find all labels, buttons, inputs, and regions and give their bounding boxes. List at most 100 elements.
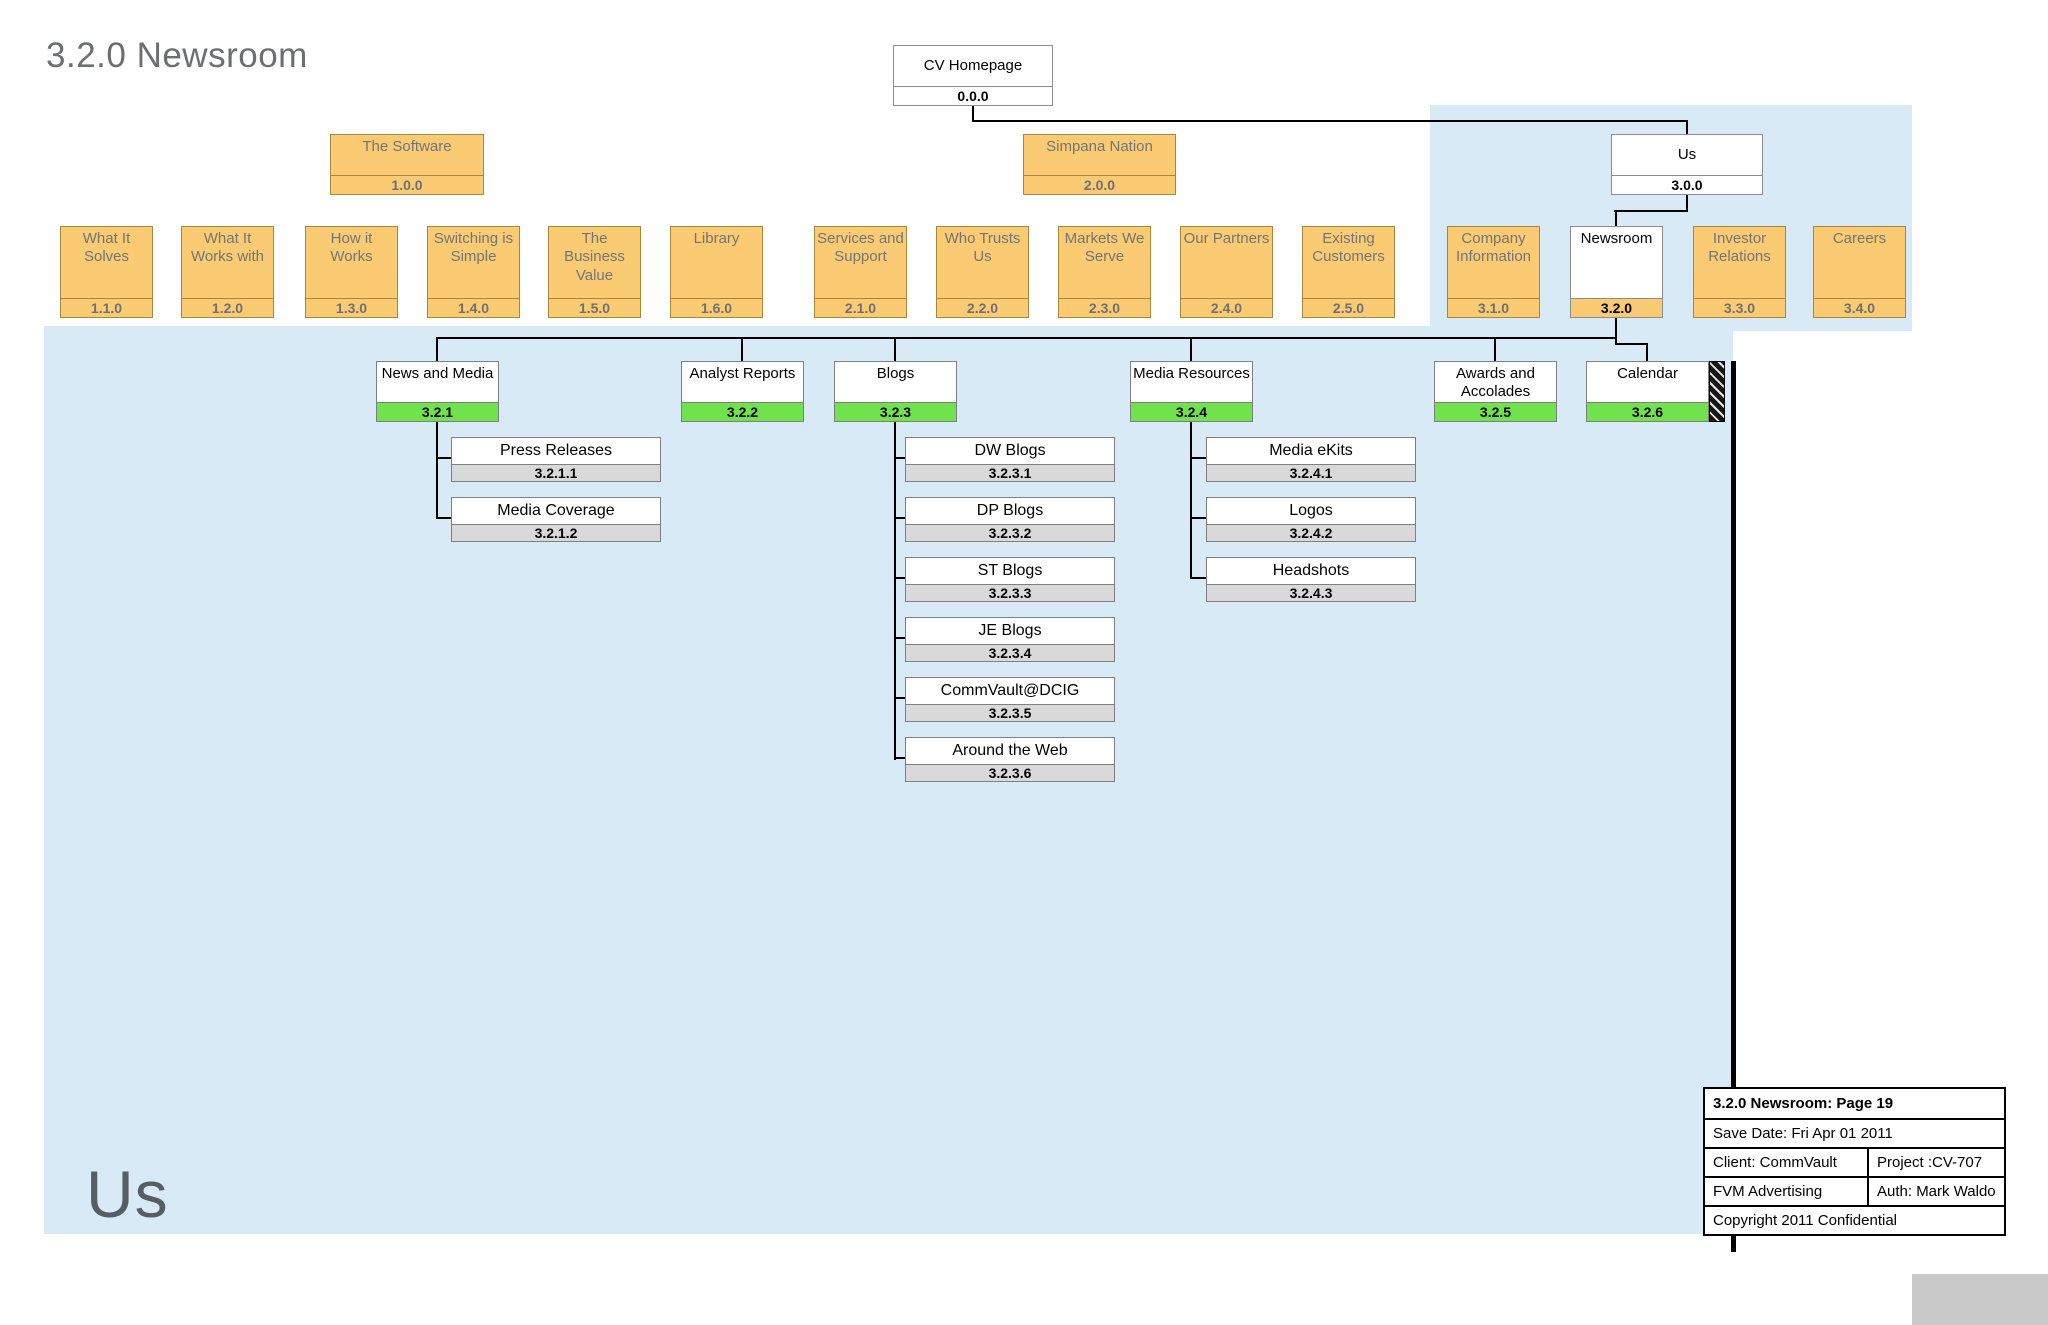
connector-line: [894, 637, 905, 639]
node-code: 3.2.5: [1435, 402, 1556, 421]
node-label: The Business Value: [564, 230, 625, 284]
node-label: Existing Customers: [1312, 230, 1385, 266]
node-label: JE Blogs: [978, 622, 1042, 640]
sitemap-node-services-and-support: Services and Support 2.1.0: [814, 226, 907, 318]
node-label: Our Partners: [1183, 230, 1270, 247]
node-label: How it Works: [330, 230, 373, 266]
connector-line: [894, 337, 896, 361]
sitemap-node-what-it-solves: What It Solves 1.1.0: [60, 226, 153, 318]
node-label: Switching is Simple: [433, 230, 514, 266]
sitemap-node-our-partners: Our Partners 2.4.0: [1180, 226, 1273, 318]
current-page-marker: [1709, 361, 1725, 422]
node-code: 3.2.2: [682, 402, 803, 421]
node-label: Press Releases: [499, 442, 613, 460]
node-code: 1.4.0: [428, 298, 519, 317]
connector-line: [741, 337, 743, 361]
node-code: 1.2.0: [182, 298, 273, 317]
node-code: 3.1.0: [1448, 298, 1539, 317]
connector-line: [1190, 422, 1192, 579]
node-code: 3.2.3: [835, 402, 956, 421]
node-code: 3.2.4: [1131, 402, 1252, 421]
node-label: Headshots: [1272, 562, 1350, 580]
page-title: 3.2.0 Newsroom: [46, 36, 308, 75]
node-code: 3.2.0: [1571, 298, 1662, 317]
sitemap-node-what-it-works-with: What It Works with 1.2.0: [181, 226, 274, 318]
node-label: Around the Web: [952, 742, 1068, 760]
sitemap-node-simpana-nation: Simpana Nation 2.0.0: [1023, 134, 1176, 195]
node-code: 3.2.3.3: [906, 584, 1114, 601]
node-code: 3.3.0: [1694, 298, 1785, 317]
node-code: 3.2.3.1: [906, 464, 1114, 481]
connector-line: [1190, 337, 1192, 361]
sitemap-node-company-information: Company Information 3.1.0: [1447, 226, 1540, 318]
node-code: 2.5.0: [1303, 298, 1394, 317]
sitemap-node-switching-is-simple: Switching is Simple 1.4.0: [427, 226, 520, 318]
node-code: 3.2.3.2: [906, 524, 1114, 541]
node-label: Us: [1677, 145, 1697, 163]
node-label: The Software: [362, 138, 452, 155]
connector-line: [894, 457, 905, 459]
node-code: 2.4.0: [1181, 298, 1272, 317]
node-code: 3.4.0: [1814, 298, 1905, 317]
page-boundary-line: [1731, 361, 1736, 1252]
connector-line: [436, 517, 451, 519]
node-label: Simpana Nation: [1046, 138, 1153, 155]
sitemap-node-existing-customers: Existing Customers 2.5.0: [1302, 226, 1395, 318]
node-label: Media Resources: [1133, 365, 1250, 382]
sitemap-node-blogs: Blogs 3.2.3: [834, 361, 957, 422]
node-code: 1.1.0: [61, 298, 152, 317]
node-code: 3.2.1.2: [452, 524, 660, 541]
node-label: Investor Relations: [1708, 230, 1771, 266]
node-label: CV Homepage: [923, 56, 1023, 74]
node-label: Who Trusts Us: [944, 230, 1021, 266]
info-save-date: Save Date: Fri Apr 01 2011: [1705, 1118, 2004, 1147]
connector-line: [1646, 343, 1648, 361]
connector-line: [894, 422, 896, 760]
node-code: 2.2.0: [937, 298, 1028, 317]
sitemap-node-cv-homepage: CV Homepage 0.0.0: [893, 45, 1053, 106]
sitemap-node-media-resources: Media Resources 3.2.4: [1130, 361, 1253, 422]
node-label: Media Coverage: [497, 502, 615, 520]
node-label: Analyst Reports: [689, 365, 796, 382]
node-code: 0.0.0: [894, 86, 1052, 105]
connector-line: [1686, 195, 1688, 212]
info-author: Auth: Mark Waldo: [1867, 1176, 2004, 1205]
connector-line: [1614, 210, 1688, 212]
node-label: What It Solves: [82, 230, 131, 266]
node-code: 1.3.0: [306, 298, 397, 317]
connector-line: [894, 517, 905, 519]
connector-line: [1615, 318, 1617, 345]
node-label: What It Works with: [190, 230, 265, 266]
node-label: Blogs: [876, 365, 915, 382]
viewer-background-corner: [1912, 1274, 2048, 1325]
node-label: Markets We Serve: [1064, 230, 1145, 266]
node-code: 3.2.3.6: [906, 764, 1114, 781]
sitemap-node-analyst-reports: Analyst Reports 3.2.2: [681, 361, 804, 422]
node-code: 2.1.0: [815, 298, 906, 317]
sitemap-node-how-it-works: How it Works 1.3.0: [305, 226, 398, 318]
connector-line: [894, 697, 905, 699]
node-label: Media eKits: [1269, 442, 1353, 460]
node-label: Company Information: [1455, 230, 1532, 266]
sitemap-node-investor-relations: Investor Relations 3.3.0: [1693, 226, 1786, 318]
node-code: 3.2.6: [1587, 402, 1708, 421]
node-code: 2.0.0: [1024, 175, 1175, 194]
info-project: Project :CV-707: [1867, 1147, 2004, 1176]
node-label: Services and Support: [817, 230, 904, 266]
connector-line: [1615, 210, 1617, 226]
